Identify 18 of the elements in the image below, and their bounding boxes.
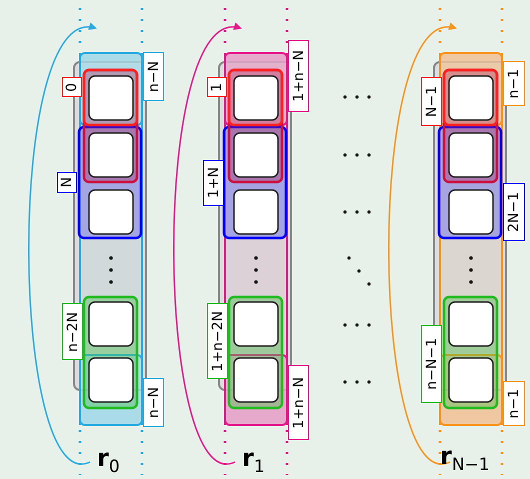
index-label: n−1 xyxy=(503,381,525,426)
register-label: r$_{N−1}$ xyxy=(440,444,490,474)
index-label: 1+n−2N xyxy=(207,303,228,379)
index-label: 2N−1 xyxy=(503,183,525,241)
register-label: r$_{1}$ xyxy=(242,446,265,476)
index-label: n−N xyxy=(143,378,164,427)
index-label: 1 xyxy=(207,77,227,97)
index-label: 1+n−N xyxy=(288,365,309,440)
index-label: N−1 xyxy=(421,77,442,126)
index-label: n−1 xyxy=(503,61,525,106)
index-label: n−N−1 xyxy=(421,325,442,403)
index-label: 1+N xyxy=(203,160,224,206)
index-label: n−N xyxy=(143,52,164,101)
index-label: n−2N xyxy=(62,303,83,360)
register-label: r$_{0}$ xyxy=(97,446,120,476)
index-label: 1+n−N xyxy=(288,40,309,112)
index-label: 0 xyxy=(62,77,82,97)
index-label: N xyxy=(57,172,77,193)
